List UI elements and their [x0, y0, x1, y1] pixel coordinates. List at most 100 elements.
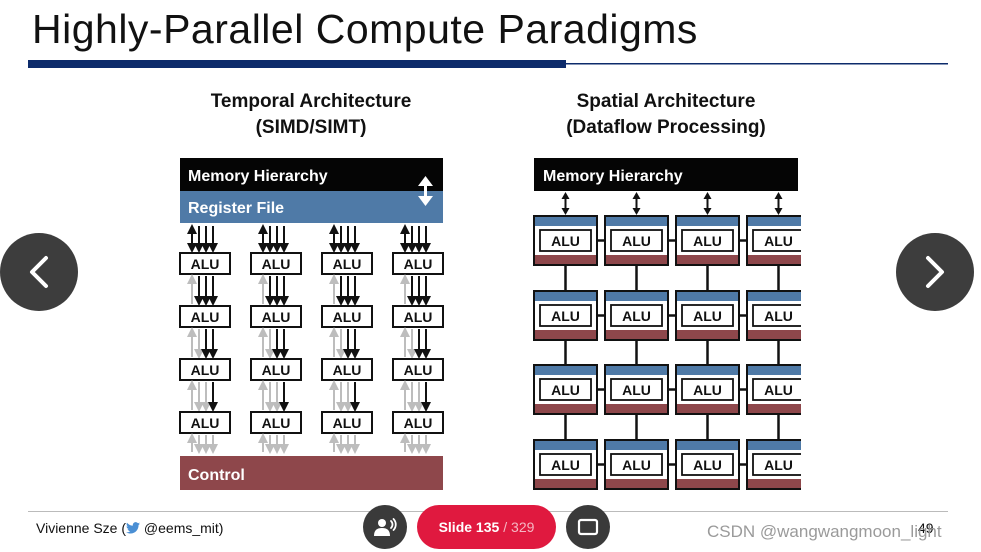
temporal-alu-grid: ALUALUALUALUALUALUALUALUALUALUALUALUALUA…: [179, 224, 444, 454]
slide-number: Slide 135: [438, 519, 500, 535]
memory-link-arrowhead: [774, 192, 783, 199]
spatial-alu: [539, 378, 592, 401]
temporal-alu-label: ALU: [404, 362, 433, 378]
pe-bottom-band: [748, 404, 801, 413]
author-handle: @eems_mit): [143, 520, 224, 536]
temporal-alu: [392, 252, 444, 275]
csdn-watermark: CSDN @wangwangmoon_light: [707, 522, 942, 541]
spatial-alu: [539, 304, 592, 327]
spatial-alu-label: ALU: [764, 308, 793, 324]
temporal-control: [180, 456, 443, 490]
temporal-alu-label: ALU: [191, 256, 220, 272]
temporal-control-label: Control: [188, 467, 245, 484]
spatial-alu: [610, 453, 663, 476]
spatial-alu-label: ALU: [622, 457, 651, 473]
screen-icon: [577, 518, 599, 536]
pe-bottom-band: [606, 479, 667, 488]
spatial-alu: [539, 229, 592, 252]
temporal-alu: [392, 305, 444, 328]
pe-top-band: [535, 366, 596, 375]
temporal-alu: [321, 411, 373, 434]
spatial-alu-label: ALU: [622, 308, 651, 324]
pe-bottom-band: [677, 330, 738, 339]
spatial-alu-label: ALU: [764, 233, 793, 249]
spatial-alu-label: ALU: [622, 233, 651, 249]
fullscreen-button[interactable]: [566, 505, 610, 549]
temporal-alu: [179, 411, 231, 434]
spatial-alu: [681, 229, 734, 252]
chevron-left-icon: [30, 256, 48, 288]
pe-bottom-band: [535, 255, 596, 264]
pe-bottom-band: [606, 255, 667, 264]
temporal-alu-label: ALU: [191, 362, 220, 378]
temporal-alu-label: ALU: [333, 415, 362, 431]
temporal-alu-label: ALU: [191, 309, 220, 325]
pe-bottom-band: [748, 330, 801, 339]
temporal-alu-label: ALU: [262, 362, 291, 378]
slide-counter-button[interactable]: Slide 135 / 329: [417, 505, 556, 549]
spatial-alu-label: ALU: [551, 233, 580, 249]
spatial-alu: [610, 304, 663, 327]
temporal-alu: [250, 252, 302, 275]
pe-bottom-band: [748, 255, 801, 264]
spatial-alu: [752, 304, 801, 327]
temporal-architecture-diagram: Memory Hierarchy Register File Control A…: [179, 158, 444, 490]
pe-top-band: [748, 366, 801, 375]
memory-register-double-arrow: [418, 176, 433, 206]
pe-top-band: [677, 217, 738, 226]
temporal-title-line1: Temporal Architecture: [210, 91, 412, 112]
spatial-title-line1: Spatial Architecture: [576, 91, 756, 112]
pe-top-band: [606, 441, 667, 450]
pe-top-band: [606, 366, 667, 375]
temporal-alu-label: ALU: [262, 415, 291, 431]
pe-top-band: [748, 292, 801, 301]
memory-link-arrowhead: [703, 208, 712, 215]
temporal-alu: [179, 305, 231, 328]
pe-top-band: [748, 217, 801, 226]
pe-bottom-band: [677, 255, 738, 264]
next-slide-button[interactable]: [896, 233, 974, 311]
spatial-alu: [681, 378, 734, 401]
temporal-alu: [250, 358, 302, 381]
temporal-alu-label: ALU: [404, 256, 433, 272]
spatial-alu-label: ALU: [622, 382, 651, 398]
spatial-memory-label: Memory Hierarchy: [543, 168, 683, 185]
pe-top-band: [606, 292, 667, 301]
pe-top-band: [677, 441, 738, 450]
presenter-view-button[interactable]: [363, 505, 407, 549]
spatial-architecture-title: Spatial Architecture (Dataflow Processin…: [520, 89, 812, 141]
slide-total: / 329: [503, 519, 535, 535]
spatial-alu: [681, 304, 734, 327]
memory-link-arrowhead: [561, 208, 570, 215]
temporal-architecture-title: Temporal Architecture (SIMD/SIMT): [180, 89, 442, 141]
pe-top-band: [535, 441, 596, 450]
previous-slide-button[interactable]: [0, 233, 78, 311]
temporal-alu-label: ALU: [333, 256, 362, 272]
spatial-alu-label: ALU: [693, 457, 722, 473]
temporal-alu-label: ALU: [262, 309, 291, 325]
spatial-alu: [610, 229, 663, 252]
memory-link-arrowhead: [561, 192, 570, 199]
pe-top-band: [535, 292, 596, 301]
memory-link-arrowhead: [774, 208, 783, 215]
temporal-alu: [179, 358, 231, 381]
spatial-alu-label: ALU: [693, 233, 722, 249]
twitter-bird-icon: [126, 522, 141, 534]
temporal-alu: [392, 411, 444, 434]
spatial-alu: [681, 453, 734, 476]
temporal-alu-label: ALU: [333, 362, 362, 378]
temporal-alu: [321, 252, 373, 275]
temporal-alu: [250, 305, 302, 328]
slide-title: Highly-Parallel Compute Paradigms: [32, 6, 698, 52]
title-underline: [28, 60, 948, 68]
temporal-alu-label: ALU: [404, 415, 433, 431]
pe-top-band: [606, 217, 667, 226]
spatial-alu-label: ALU: [764, 457, 793, 473]
pe-top-band: [677, 292, 738, 301]
temporal-memory-label: Memory Hierarchy: [188, 168, 328, 185]
memory-link-arrowhead: [703, 192, 712, 199]
temporal-alu: [179, 252, 231, 275]
spatial-alu-label: ALU: [551, 457, 580, 473]
spatial-alu-label: ALU: [551, 308, 580, 324]
temporal-title-line2: (SIMD/SIMT): [255, 117, 367, 138]
